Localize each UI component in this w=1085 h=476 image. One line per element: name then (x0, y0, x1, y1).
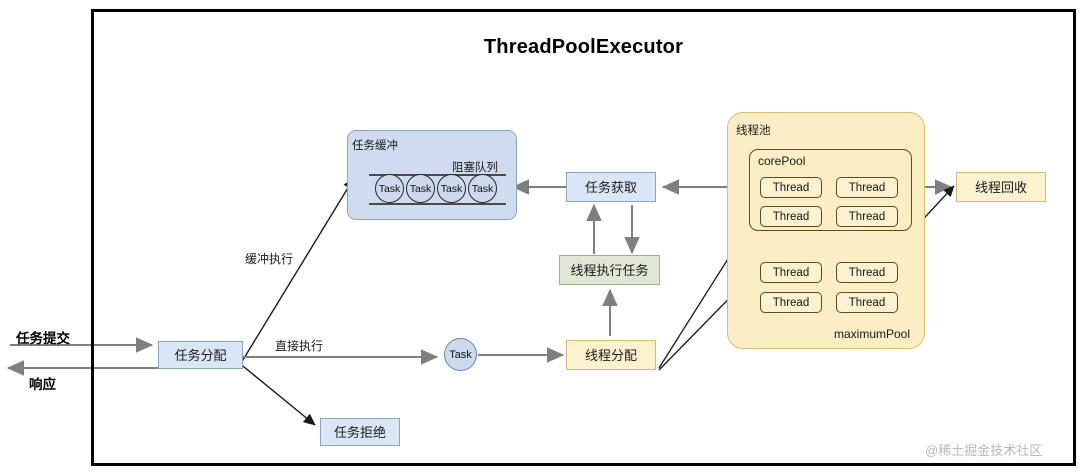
task-buffer-title: 任务缓冲 (352, 140, 398, 152)
edge-label-direct-execute: 直接执行 (275, 339, 324, 353)
max-thread-chip[interactable]: Thread (836, 262, 898, 283)
queue-task-item[interactable]: Task (375, 174, 404, 203)
queue-task-item[interactable]: Task (406, 174, 435, 203)
core-thread-chip[interactable]: Thread (760, 206, 822, 227)
core-thread-chip[interactable]: Thread (836, 206, 898, 227)
watermark: @稀土掘金技术社区 (925, 443, 1043, 458)
core-pool-label: corePool (758, 154, 806, 168)
node-task-fetch[interactable]: 任务获取 (566, 172, 656, 202)
max-thread-chip[interactable]: Thread (760, 292, 822, 313)
core-pool-container (749, 149, 912, 231)
core-thread-chip[interactable]: Thread (760, 177, 822, 198)
page-title: ThreadPoolExecutor (483, 36, 684, 58)
edge-label-buffer-execute: 缓冲执行 (245, 252, 294, 266)
response-label: 响应 (29, 377, 56, 392)
maximum-pool-label: maximumPool (834, 327, 911, 341)
node-task-reject[interactable]: 任务拒绝 (320, 418, 400, 446)
queue-rail-bottom (369, 203, 506, 205)
node-task-dispatch[interactable]: 任务分配 (158, 341, 243, 369)
queue-rail-top (369, 174, 506, 176)
max-thread-chip[interactable]: Thread (836, 292, 898, 313)
max-thread-chip[interactable]: Thread (760, 262, 822, 283)
core-thread-chip[interactable]: Thread (836, 177, 898, 198)
node-thread-execute-task[interactable]: 线程执行任务 (559, 255, 660, 285)
thread-pool-title: 线程池 (736, 125, 771, 137)
blocking-queue-label: 阻塞队列 (452, 162, 498, 174)
node-thread-recycle[interactable]: 线程回收 (956, 172, 1046, 202)
diagram-frame (91, 9, 1076, 466)
node-thread-allocate[interactable]: 线程分配 (566, 340, 656, 370)
queue-task-item[interactable]: Task (437, 174, 466, 203)
queue-task-item[interactable]: Task (468, 174, 497, 203)
task-submit-label: 任务提交 (16, 331, 70, 346)
node-task-circle[interactable]: Task (444, 338, 477, 371)
